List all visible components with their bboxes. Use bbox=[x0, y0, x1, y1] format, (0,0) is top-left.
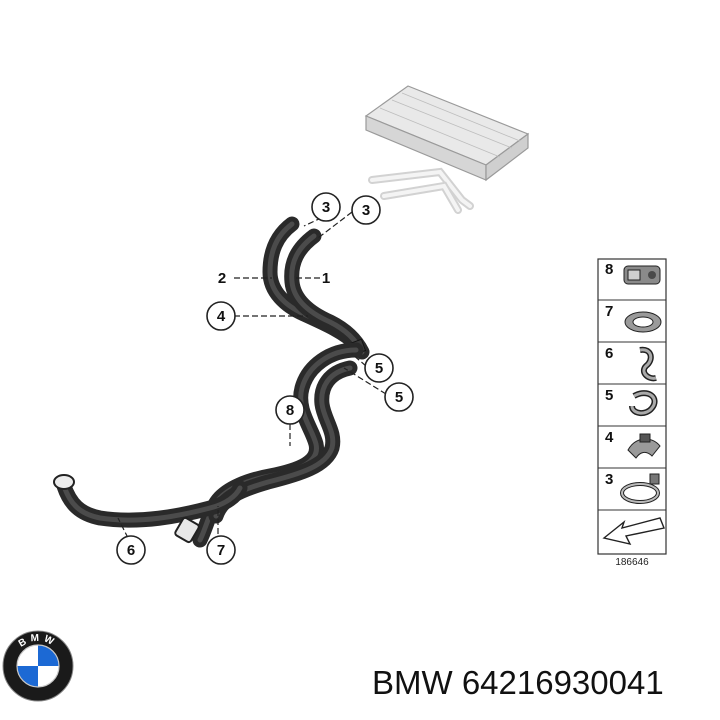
callout-5a-label: 5 bbox=[375, 360, 383, 377]
callout-3a: 3 bbox=[311, 192, 341, 222]
clip-connector-icon bbox=[623, 265, 661, 285]
callout-5b-label: 5 bbox=[395, 389, 403, 406]
callout-2-label: 2 bbox=[218, 270, 226, 287]
legend-5-label: 5 bbox=[605, 387, 613, 404]
callout-5a: 5 bbox=[364, 353, 394, 383]
callout-3b: 3 bbox=[351, 195, 381, 225]
callouts: 3 3 2 1 4 5 5 8 6 bbox=[116, 192, 414, 565]
legend-6-label: 6 bbox=[605, 345, 613, 362]
part-number-caption: BMW 64216930041 bbox=[372, 664, 664, 701]
callout-8: 8 bbox=[275, 395, 305, 425]
callout-8-label: 8 bbox=[286, 402, 294, 419]
arrow-icon bbox=[602, 517, 665, 546]
callout-1: 1 bbox=[322, 270, 330, 287]
legend-row-arrow bbox=[602, 517, 665, 546]
hose-lines bbox=[53, 216, 370, 548]
hook-clip-icon bbox=[639, 346, 657, 382]
callout-3a-label: 3 bbox=[322, 199, 330, 216]
callout-6: 6 bbox=[116, 535, 146, 565]
callout-2: 2 bbox=[218, 270, 226, 287]
parts-legend: 8 7 6 5 bbox=[597, 258, 667, 568]
callout-5b: 5 bbox=[384, 382, 414, 412]
legend-row-5: 5 bbox=[605, 387, 658, 416]
legend-8-label: 8 bbox=[605, 261, 613, 278]
legend-row-8: 8 bbox=[605, 261, 661, 285]
bmw-logo: BMW bbox=[2, 630, 74, 702]
clamp-holder-icon bbox=[627, 433, 661, 459]
hose-clamp-icon bbox=[624, 311, 662, 333]
spring-clip-icon bbox=[629, 390, 658, 416]
callout-1-label: 1 bbox=[322, 270, 330, 287]
legend-row-3: 3 bbox=[605, 471, 660, 504]
callout-6-label: 6 bbox=[127, 542, 135, 559]
legend-row-4: 4 bbox=[605, 429, 661, 459]
leader-lines bbox=[117, 209, 387, 539]
legend-7-label: 7 bbox=[605, 303, 613, 320]
callout-7-label: 7 bbox=[217, 542, 225, 559]
callout-4-label: 4 bbox=[217, 308, 226, 325]
callout-3b-label: 3 bbox=[362, 202, 370, 219]
callout-7: 7 bbox=[206, 535, 236, 565]
legend-4-label: 4 bbox=[605, 429, 614, 446]
legend-row-7: 7 bbox=[605, 303, 662, 333]
reference-number: 186646 bbox=[615, 557, 649, 568]
callout-4: 4 bbox=[206, 301, 236, 331]
ring-clamp-icon bbox=[620, 473, 660, 504]
legend-row-6: 6 bbox=[605, 345, 657, 382]
legend-3-label: 3 bbox=[605, 471, 613, 488]
heater-core bbox=[364, 85, 530, 214]
